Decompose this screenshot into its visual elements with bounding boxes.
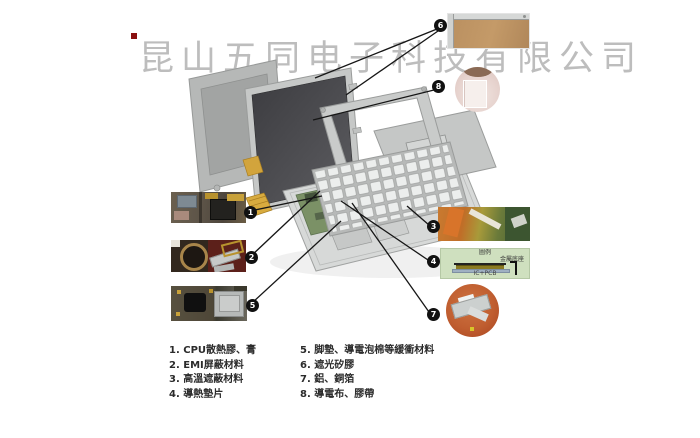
photo-conductive-cloth-tape: [455, 67, 500, 112]
legend-item-4: 4. 導熱墊片: [169, 388, 224, 400]
legend-item-8: 8. 導電布、膠帶: [300, 388, 375, 400]
gold-pad: [227, 194, 244, 201]
red-artifact-mark: [131, 33, 137, 39]
frame-rail: [448, 14, 529, 20]
legend-item-7: 7. 鋁、銅箔: [300, 374, 355, 385]
photo-cpu-thermal-paste: [171, 192, 246, 223]
legend-item-5: 5. 脚墊、導電泡棉等緩衝材料: [300, 345, 435, 356]
kapton-flex: [442, 207, 465, 238]
callout-badge-1: 1: [244, 206, 257, 219]
callout-badge-4: 4: [427, 255, 440, 268]
gold-pad: [205, 193, 218, 199]
callout-badge-5: 5: [246, 299, 259, 312]
tape-strip: [468, 208, 502, 230]
legend-column-2: 5. 脚墊、導電泡棉等緩衝材料 6. 遮光矽膠 7. 鋁、銅箔 8. 導電布、膠…: [300, 344, 434, 402]
callout-badge-7: 7: [427, 308, 440, 321]
board-trace: [199, 192, 202, 223]
photo-aluminum-copper-foil: [446, 284, 499, 337]
copper-dot: [470, 327, 474, 331]
chip: [177, 195, 197, 208]
callout-badge-2: 2: [245, 251, 258, 264]
chip: [210, 199, 236, 220]
board-shadow: [234, 286, 247, 291]
callout-badge-3: 3: [427, 220, 440, 233]
photo-high-temp-masking: [438, 207, 530, 241]
frame-rail: [448, 14, 454, 48]
schematic-pad-layer: [456, 265, 504, 270]
metal-socket-inner: [219, 295, 240, 312]
legend-column-1: 1. CPU散熱膠、膏 2. EMI屏蔽材料 3. 高溫遮蔽材料 4. 導熱墊片: [169, 344, 256, 402]
gold-dot: [209, 289, 213, 293]
schematic-metal-base-label: 金屬底座: [499, 256, 524, 263]
photo-light-shield-silicone: [447, 13, 530, 49]
thermal-pad: [174, 211, 189, 220]
photo-emi-shielding: [171, 240, 246, 272]
schematic-base-label: IC+PCB: [473, 270, 497, 277]
callout-badge-6: 6: [434, 19, 447, 32]
rubber-pad: [184, 293, 206, 312]
highlight: [171, 240, 180, 247]
legend-item-3: 3. 高溫遮蔽材料: [169, 374, 244, 385]
legend-item-2: 2. EMI屏蔽材料: [169, 359, 244, 371]
gold-dot: [176, 312, 180, 316]
photo-thermal-pad-schematic: 圖例 金屬底座 IC+PCB: [440, 248, 530, 279]
schematic-bracket: [510, 261, 517, 275]
legend-item-6: 6. 遮光矽膠: [300, 359, 355, 371]
keyboard: [311, 141, 469, 237]
screw: [523, 15, 526, 18]
panel-edge: [463, 67, 493, 77]
callout-badge-8: 8: [432, 80, 445, 93]
photo-foot-pads-foam: [171, 286, 247, 321]
callout-leader-lines: [249, 28, 439, 313]
legend-item-1: 1. CPU散熱膠、膏: [169, 345, 257, 356]
schematic-pcb-layer: [452, 269, 510, 273]
gold-dot: [177, 290, 181, 294]
tape-panel: [463, 80, 487, 108]
schematic-title: 圖例: [478, 249, 491, 256]
cpu-socket: [180, 243, 208, 271]
schematic-metal-layer: [454, 263, 506, 265]
